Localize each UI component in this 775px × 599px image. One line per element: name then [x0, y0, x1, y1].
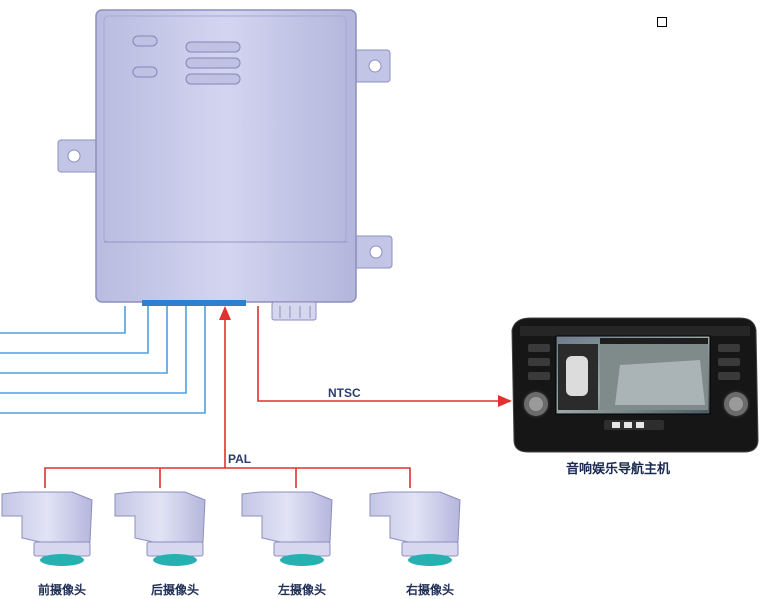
- camera-lens: [40, 554, 84, 566]
- vent-slot: [132, 66, 158, 78]
- pal-signal-line: [44, 306, 411, 488]
- camera-lens: [153, 554, 197, 566]
- camera-left-label: 左摄像头: [277, 583, 326, 597]
- ecu-body: [95, 9, 357, 303]
- camera-right: [369, 491, 461, 566]
- camera-lens: [280, 554, 324, 566]
- camera-front: [1, 491, 93, 566]
- harness-wires: [0, 306, 206, 414]
- video-out-connector: [271, 301, 317, 321]
- camera-front-label: 前摄像头: [37, 583, 86, 597]
- ecu-unit: [57, 9, 393, 321]
- pal-label: PAL: [228, 452, 252, 466]
- vent-slot: [132, 35, 158, 47]
- camera-right-label: 右摄像头: [405, 583, 454, 597]
- camera-rear: [114, 491, 206, 566]
- vent-slot: [185, 41, 241, 53]
- vent-slot: [185, 57, 241, 69]
- head-unit-label: 音响娱乐导航主机: [566, 462, 671, 477]
- camera-left: [241, 491, 333, 566]
- ntsc-label: NTSC: [328, 386, 361, 400]
- camera-lens: [408, 554, 452, 566]
- head-unit: [511, 317, 759, 453]
- camera-harness-connector: [142, 300, 246, 306]
- camera-rear-label: 后摄像头: [150, 583, 199, 597]
- vent-slot: [185, 73, 241, 85]
- ntsc-signal-line: [257, 306, 512, 407]
- small-square-marker: [657, 17, 667, 27]
